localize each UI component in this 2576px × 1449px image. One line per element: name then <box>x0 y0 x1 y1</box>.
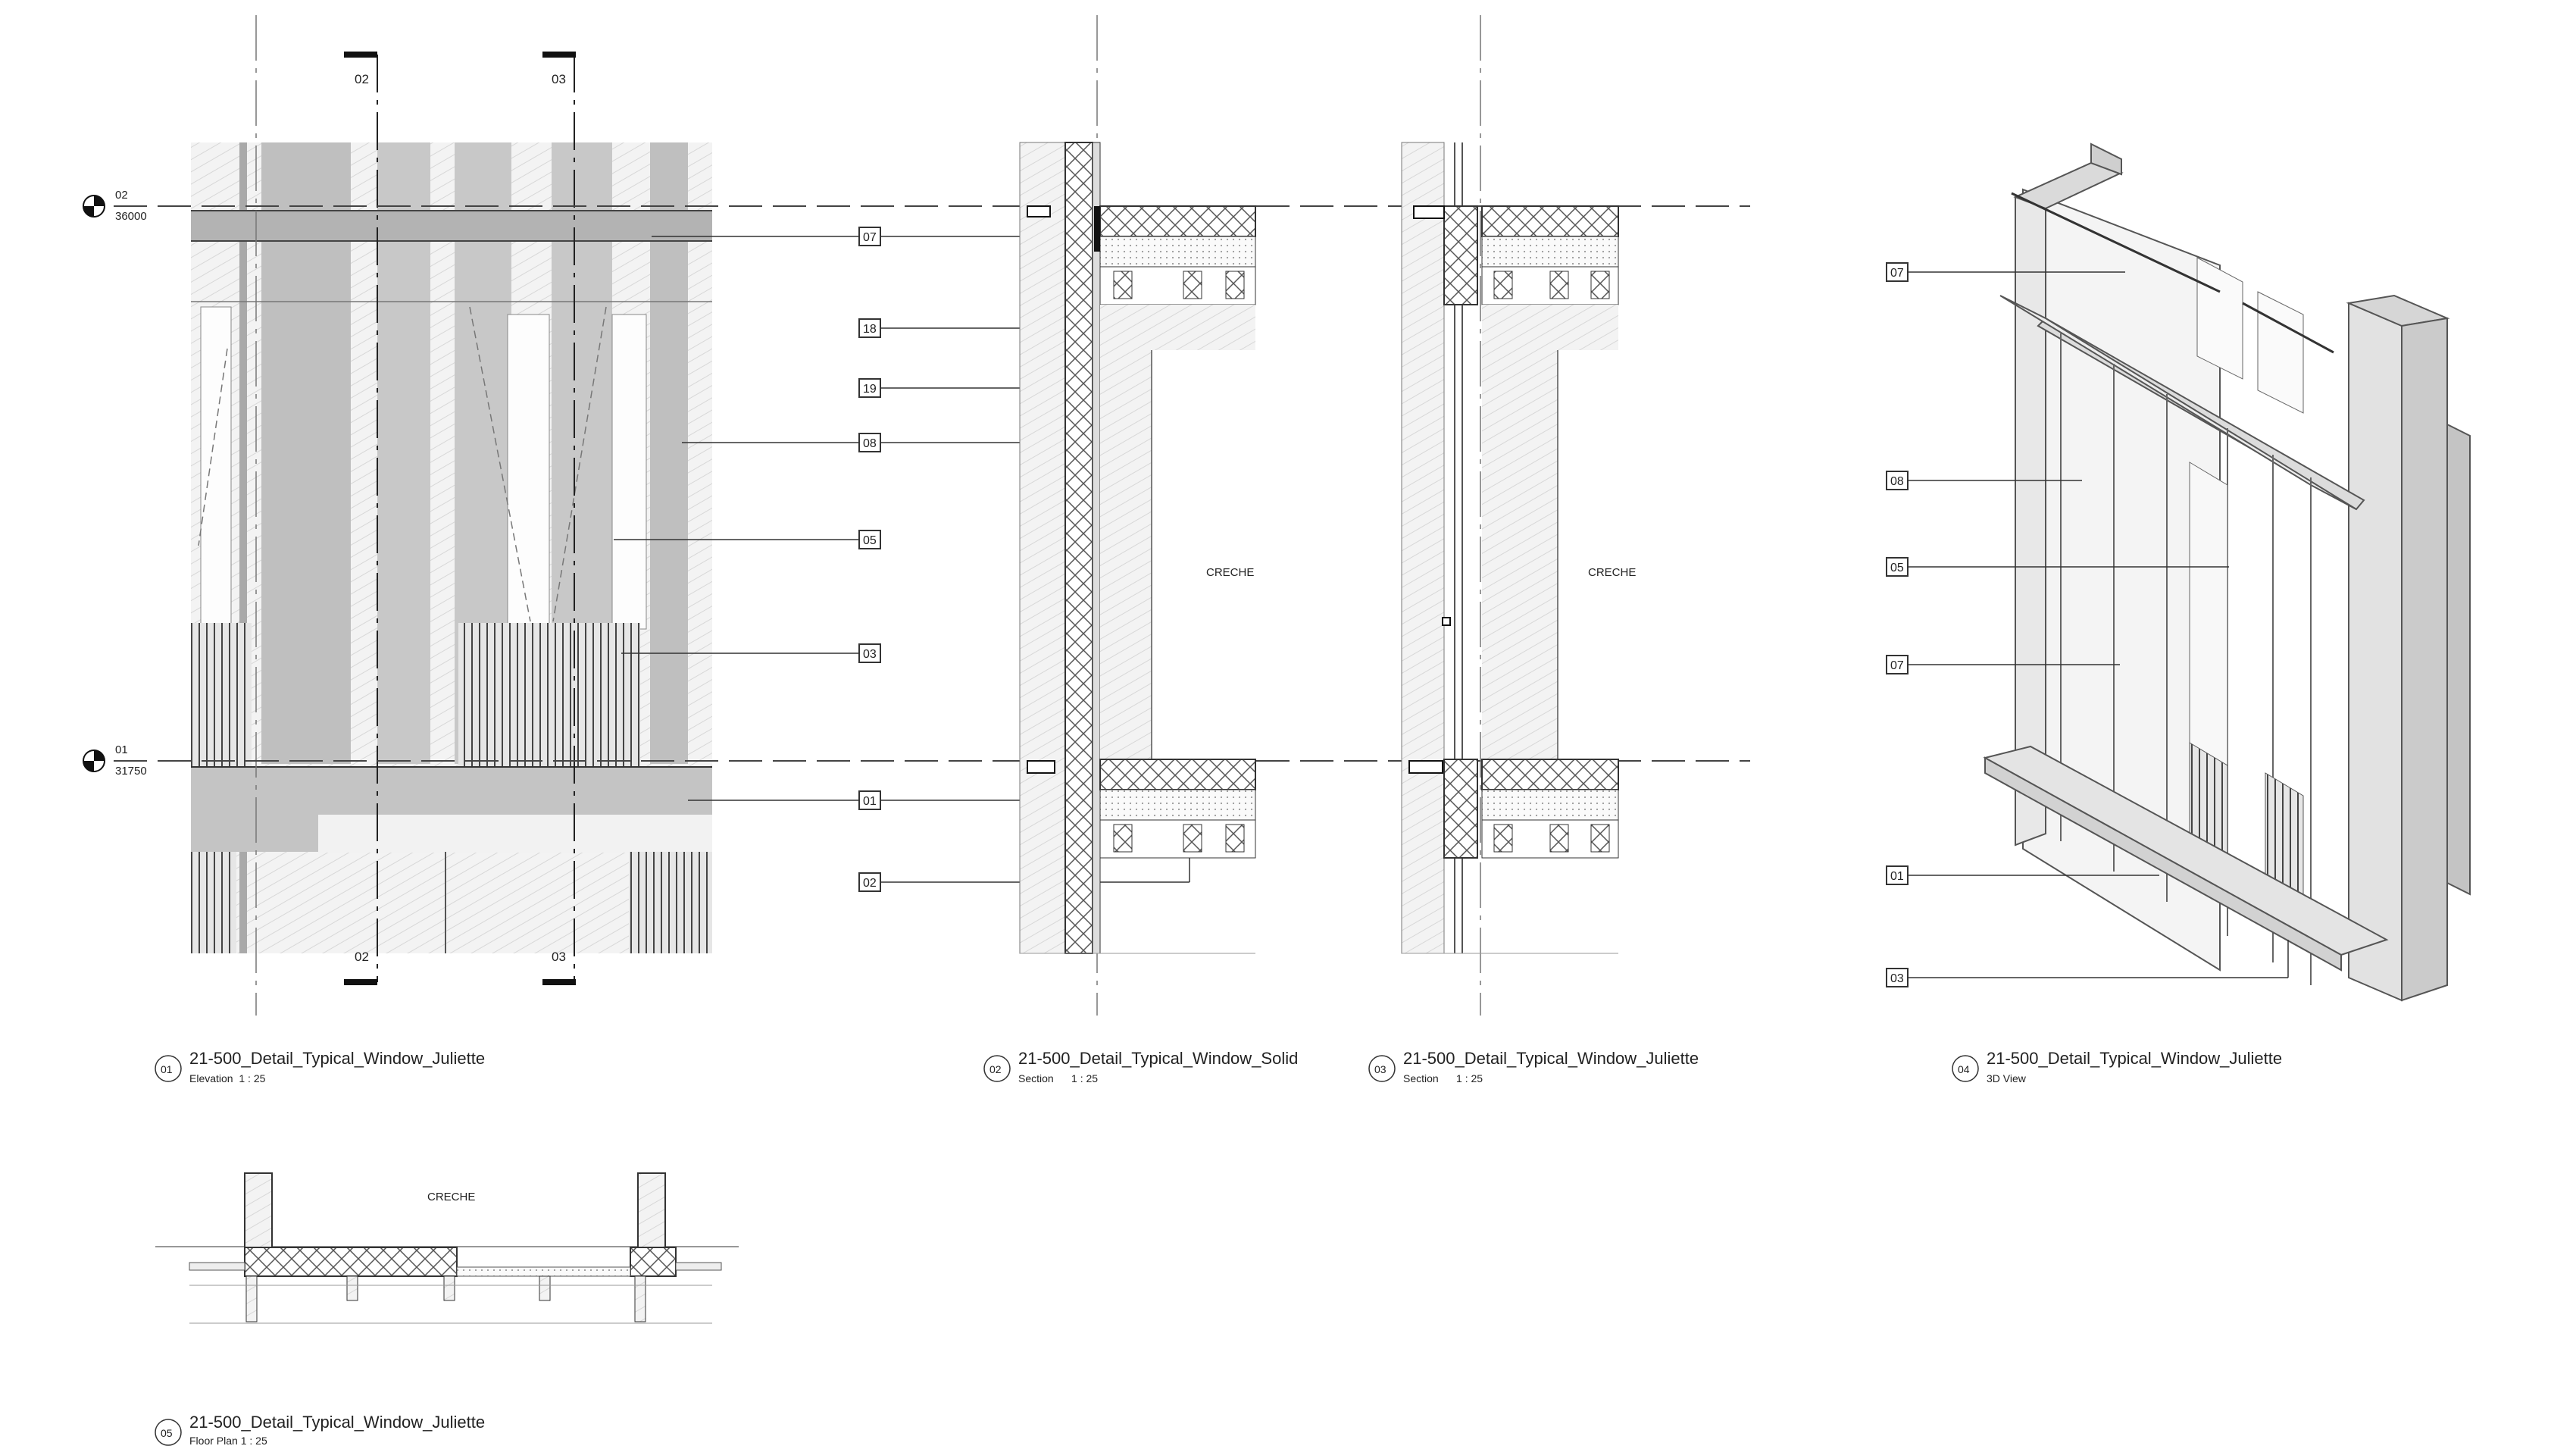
svg-text:04: 04 <box>1958 1063 1970 1075</box>
level-marker-02: 02 36000 <box>83 189 147 223</box>
section-mark-02-top: 02 <box>355 72 369 86</box>
svg-text:08: 08 <box>1890 475 1904 488</box>
view-title-05-scale: Floor Plan 1 : 25 <box>189 1435 267 1447</box>
view-title-05: 05 21-500_Detail_Typical_Window_Juliette… <box>155 1413 485 1447</box>
section-mark-03-bottom: 03 <box>552 950 566 964</box>
tag-05: 05 <box>858 530 881 549</box>
room-label-creche-plan: CRECHE <box>427 1191 475 1203</box>
level-02-value: 36000 <box>115 210 147 223</box>
section-mark-02-bottom: 02 <box>355 950 369 964</box>
tag-08: 08 <box>858 433 881 452</box>
iso-tag-01: 01 <box>1886 865 1909 885</box>
iso-tag-07-mid: 07 <box>1886 655 1909 674</box>
iso-tag-03: 03 <box>1886 968 1909 987</box>
level-marker-01: 01 31750 <box>83 743 147 778</box>
section-solid-view: CRECHE <box>1019 15 1256 1016</box>
iso-tag-05: 05 <box>1886 557 1909 577</box>
view-title-02: 02 21-500_Detail_Typical_Window_Solid Se… <box>983 1049 1298 1084</box>
view-title-01: 01 21-500_Detail_Typical_Window_Juliette… <box>155 1049 485 1084</box>
view-title-02-scale: Section 1 : 25 <box>1018 1072 1098 1084</box>
tag-03: 03 <box>858 643 881 663</box>
section-juliette-view: CRECHE <box>1401 15 1636 1016</box>
view-title-02-name: 21-500_Detail_Typical_Window_Solid <box>1018 1049 1298 1068</box>
svg-text:19: 19 <box>863 383 877 396</box>
svg-text:05: 05 <box>863 534 877 547</box>
tag-02: 02 <box>858 872 881 892</box>
svg-text:08: 08 <box>863 437 877 450</box>
tag-19: 19 <box>858 378 881 398</box>
svg-text:02: 02 <box>863 877 877 890</box>
svg-text:03: 03 <box>1890 972 1904 985</box>
svg-text:01: 01 <box>1890 870 1904 883</box>
level-01-value: 31750 <box>115 765 147 778</box>
tag-18: 18 <box>858 318 881 338</box>
svg-text:05: 05 <box>161 1427 173 1439</box>
iso-tag-08: 08 <box>1886 471 1909 490</box>
svg-text:03: 03 <box>1374 1063 1386 1075</box>
view-title-03-name: 21-500_Detail_Typical_Window_Juliette <box>1403 1049 1699 1068</box>
level-02-label: 02 <box>115 189 128 202</box>
svg-text:03: 03 <box>863 648 877 661</box>
svg-text:07: 07 <box>1890 659 1904 672</box>
room-label-creche-solid: CRECHE <box>1206 566 1254 579</box>
section-mark-03-top: 03 <box>552 72 566 86</box>
iso-3d-view: 07 08 05 07 01 03 <box>1886 142 2471 1002</box>
svg-text:18: 18 <box>863 323 877 336</box>
view-title-05-name: 21-500_Detail_Typical_Window_Juliette <box>189 1413 485 1432</box>
room-label-creche-juliette: CRECHE <box>1588 566 1636 579</box>
svg-text:01: 01 <box>863 795 877 808</box>
svg-text:05: 05 <box>1890 562 1904 574</box>
elevation-view: 02 03 02 03 <box>191 15 712 1016</box>
tag-07: 07 <box>858 227 881 246</box>
level-01-label: 01 <box>115 743 128 756</box>
svg-text:01: 01 <box>161 1063 173 1075</box>
tag-01: 01 <box>858 790 881 810</box>
view-title-04-scale: 3D View <box>1987 1072 2027 1084</box>
svg-text:07: 07 <box>863 231 877 244</box>
iso-tag-07-top: 07 <box>1886 262 1909 282</box>
view-title-04-name: 21-500_Detail_Typical_Window_Juliette <box>1987 1049 2282 1068</box>
view-title-01-scale: Elevation 1 : 25 <box>189 1072 266 1084</box>
svg-text:02: 02 <box>989 1063 1002 1075</box>
view-title-01-name: 21-500_Detail_Typical_Window_Juliette <box>189 1049 485 1068</box>
floor-plan-view: CRECHE <box>155 1172 739 1324</box>
view-title-03-scale: Section 1 : 25 <box>1403 1072 1483 1084</box>
view-title-04: 04 21-500_Detail_Typical_Window_Juliette… <box>1952 1049 2282 1084</box>
svg-text:07: 07 <box>1890 267 1904 280</box>
view-title-03: 03 21-500_Detail_Typical_Window_Juliette… <box>1368 1049 1699 1084</box>
